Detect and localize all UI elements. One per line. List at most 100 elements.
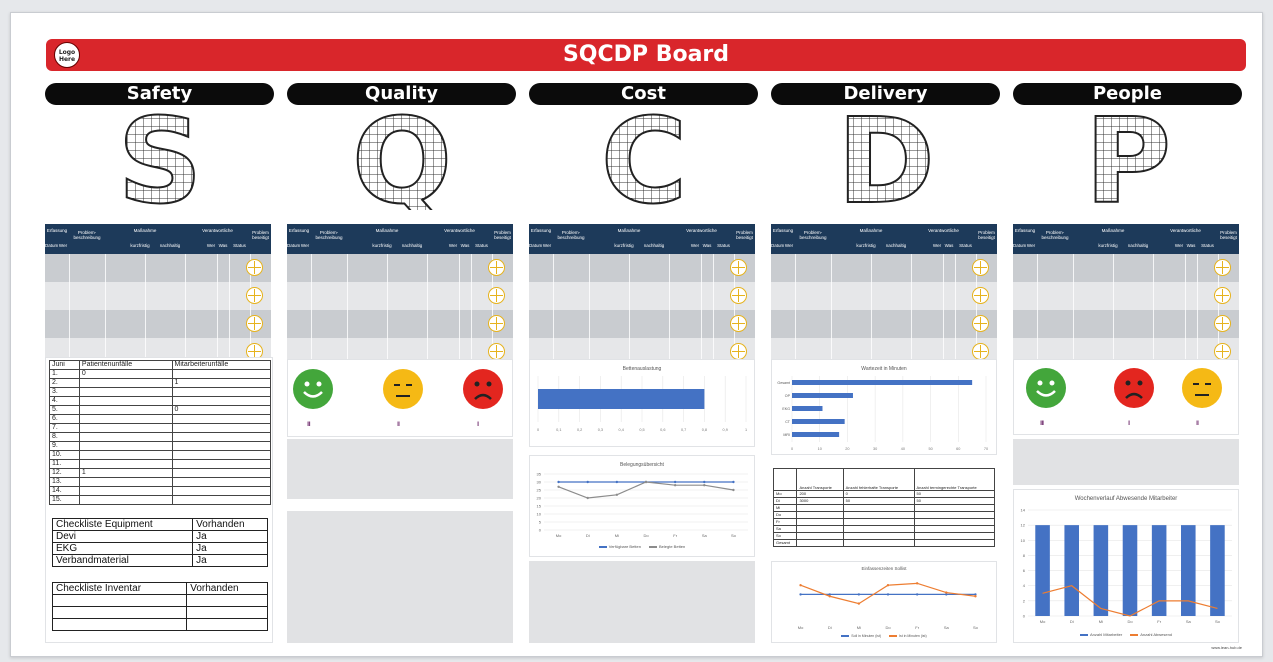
table-cell[interactable] — [842, 539, 915, 547]
table-cell[interactable] — [171, 414, 272, 424]
table-cell[interactable]: 1. — [49, 369, 80, 379]
table-cell[interactable]: 1 — [78, 468, 173, 478]
table-cell[interactable] — [51, 606, 188, 619]
table-cell[interactable] — [78, 414, 173, 424]
table-cell[interactable]: 9. — [49, 441, 80, 451]
table-cell[interactable]: 50 — [913, 490, 995, 498]
table-cell[interactable] — [78, 459, 173, 469]
status-circle-icon[interactable] — [1214, 259, 1231, 276]
status-circle-icon[interactable] — [246, 259, 263, 276]
table-cell[interactable] — [171, 468, 272, 478]
status-circle-icon[interactable] — [730, 315, 747, 332]
status-circle-icon[interactable] — [488, 287, 505, 304]
status-circle-icon[interactable] — [730, 343, 747, 360]
table-cell[interactable] — [51, 618, 188, 631]
table-cell[interactable]: 10. — [49, 450, 80, 460]
table-cell[interactable] — [78, 432, 173, 442]
status-circle-icon[interactable] — [730, 287, 747, 304]
table-cell[interactable] — [171, 396, 272, 406]
table-cell[interactable]: Ja — [192, 542, 268, 555]
table-cell[interactable]: Mi — [772, 504, 798, 512]
table-cell[interactable] — [78, 378, 173, 388]
table-cell[interactable] — [796, 539, 844, 547]
table-cell[interactable] — [171, 423, 272, 433]
table-cell[interactable] — [171, 387, 272, 397]
table-cell[interactable]: 12. — [49, 468, 80, 478]
table-cell[interactable] — [913, 504, 995, 512]
table-cell[interactable] — [78, 486, 173, 496]
table-cell[interactable]: Devi — [51, 530, 194, 543]
table-cell[interactable]: Ja — [192, 530, 268, 543]
problem-table-row[interactable] — [1013, 254, 1239, 282]
table-cell[interactable] — [171, 432, 272, 442]
table-cell[interactable] — [913, 532, 995, 540]
table-cell[interactable]: Sa — [772, 525, 798, 533]
table-cell[interactable]: 15. — [49, 495, 80, 505]
table-cell[interactable] — [842, 532, 915, 540]
table-cell[interactable] — [78, 495, 173, 505]
table-cell[interactable] — [78, 441, 173, 451]
problem-table-row[interactable] — [529, 282, 755, 310]
table-cell[interactable]: 0 — [78, 369, 173, 379]
table-cell[interactable]: 13. — [49, 477, 80, 487]
problem-table-row[interactable] — [529, 310, 755, 338]
table-cell[interactable]: Do — [772, 511, 798, 519]
status-circle-icon[interactable] — [1214, 315, 1231, 332]
status-circle-icon[interactable] — [488, 315, 505, 332]
table-cell[interactable] — [913, 539, 995, 547]
sad-face-icon[interactable] — [1114, 368, 1154, 408]
problem-table-row[interactable] — [529, 254, 755, 282]
table-cell[interactable] — [796, 525, 844, 533]
table-cell[interactable]: 8. — [49, 432, 80, 442]
status-circle-icon[interactable] — [972, 315, 989, 332]
table-cell[interactable] — [796, 532, 844, 540]
table-cell[interactable] — [842, 525, 915, 533]
table-cell[interactable]: So — [772, 532, 798, 540]
table-cell[interactable] — [796, 511, 844, 519]
table-cell[interactable]: 6. — [49, 414, 80, 424]
table-cell[interactable]: 2. — [49, 378, 80, 388]
neutral-face-icon[interactable] — [1182, 368, 1222, 408]
table-cell[interactable] — [78, 423, 173, 433]
status-circle-icon[interactable] — [730, 259, 747, 276]
table-cell[interactable]: 3. — [49, 387, 80, 397]
table-cell[interactable]: 0 — [842, 490, 915, 498]
table-cell[interactable] — [171, 450, 272, 460]
problem-table-row[interactable] — [287, 254, 513, 282]
table-cell[interactable]: Gesamt — [772, 539, 798, 547]
status-circle-icon[interactable] — [972, 343, 989, 360]
happy-face-icon[interactable] — [1026, 368, 1066, 408]
table-cell[interactable]: Ja — [192, 554, 268, 567]
table-cell[interactable]: 50 — [842, 497, 915, 505]
table-cell[interactable]: Verbandmaterial — [51, 554, 194, 567]
problem-table-row[interactable] — [771, 282, 997, 310]
table-cell[interactable] — [78, 450, 173, 460]
table-cell[interactable] — [78, 405, 173, 415]
problem-table-row[interactable] — [287, 310, 513, 338]
table-cell[interactable] — [171, 441, 272, 451]
table-cell[interactable]: 50 — [913, 497, 995, 505]
status-circle-icon[interactable] — [972, 287, 989, 304]
sad-face-icon[interactable] — [463, 369, 503, 409]
status-circle-icon[interactable] — [1214, 343, 1231, 360]
problem-table-row[interactable] — [45, 282, 271, 310]
status-circle-icon[interactable] — [488, 343, 505, 360]
status-circle-icon[interactable] — [488, 259, 505, 276]
table-cell[interactable]: 1 — [171, 378, 272, 388]
status-circle-icon[interactable] — [246, 315, 263, 332]
table-cell[interactable] — [913, 511, 995, 519]
table-cell[interactable]: Fr — [772, 518, 798, 526]
table-cell[interactable] — [842, 511, 915, 519]
table-cell[interactable]: Mo — [772, 490, 798, 498]
table-cell[interactable]: 14. — [49, 486, 80, 496]
table-cell[interactable] — [171, 486, 272, 496]
table-cell[interactable] — [51, 594, 188, 607]
table-cell[interactable] — [78, 387, 173, 397]
table-cell[interactable] — [78, 396, 173, 406]
neutral-face-icon[interactable] — [383, 369, 423, 409]
table-cell[interactable]: Di — [772, 497, 798, 505]
table-cell[interactable] — [842, 518, 915, 526]
table-cell[interactable] — [78, 477, 173, 487]
table-cell[interactable] — [796, 518, 844, 526]
table-cell[interactable]: 7. — [49, 423, 80, 433]
